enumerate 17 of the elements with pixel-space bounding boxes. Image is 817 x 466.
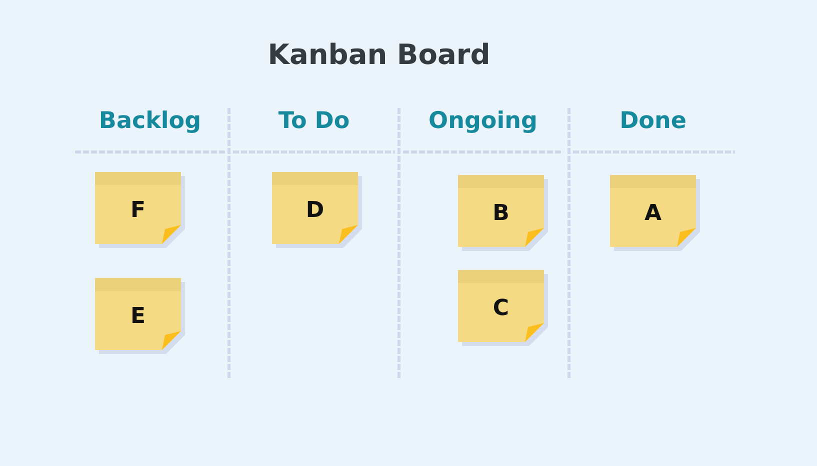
column-header: To Do bbox=[277, 108, 351, 134]
sticky-note bbox=[610, 175, 700, 251]
column-header: Done bbox=[618, 108, 688, 134]
sticky-note bbox=[95, 172, 185, 248]
note-label: D bbox=[304, 198, 326, 224]
column-header: Ongoing bbox=[428, 108, 538, 134]
sticky-note bbox=[95, 278, 185, 354]
column-header: Backlog bbox=[98, 108, 202, 134]
note-label: A bbox=[643, 201, 663, 227]
sticky-note bbox=[272, 172, 362, 248]
note-label: C bbox=[492, 296, 510, 322]
sticky-note bbox=[458, 175, 548, 251]
note-label: B bbox=[492, 201, 510, 227]
note-label: F bbox=[129, 198, 147, 224]
note-label: E bbox=[129, 304, 147, 330]
board-title: Kanban Board bbox=[268, 38, 490, 71]
sticky-note bbox=[458, 270, 548, 346]
